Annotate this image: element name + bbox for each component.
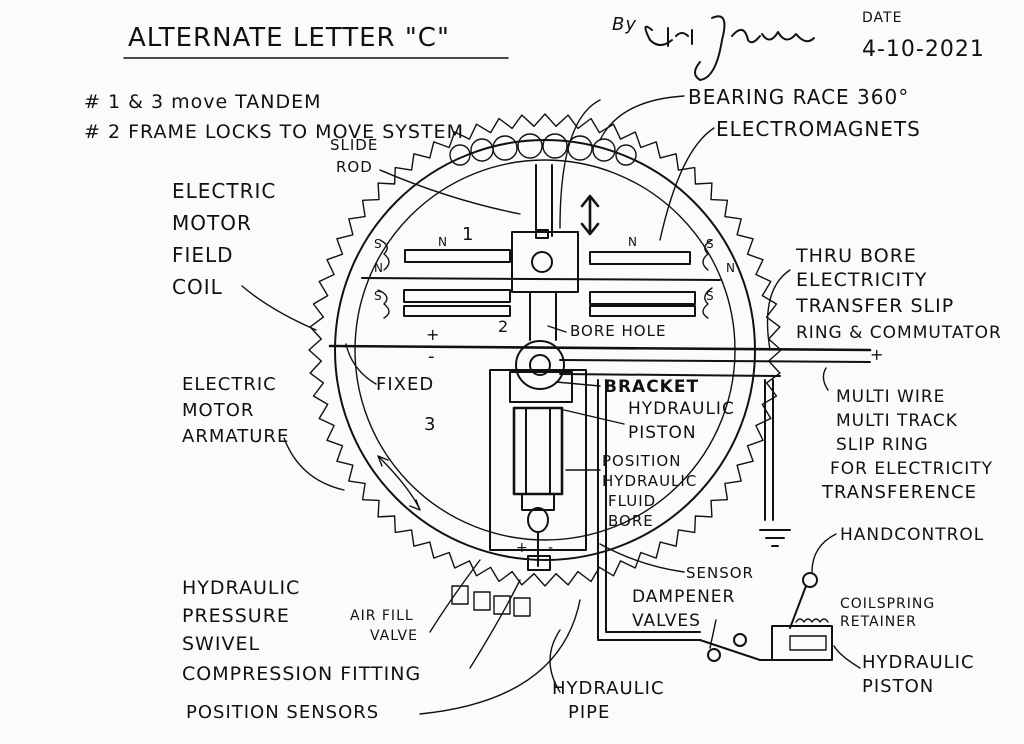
label-position-bore-3: FLUID <box>608 492 656 510</box>
label-bracket: BRACKET <box>604 377 699 397</box>
label-thru-bore-2: ELECTRICITY <box>796 269 927 291</box>
note-2: # 2 FRAME LOCKS TO MOVE SYSTEM <box>84 121 464 143</box>
label-field-coil-2: MOTOR <box>172 211 252 235</box>
note-1: # 1 & 3 move TANDEM <box>84 91 322 113</box>
label-sensor: SENSOR <box>686 564 754 582</box>
label-coilspring-1: COILSPRING <box>840 596 935 612</box>
marker-s-right-bot: S <box>706 289 715 303</box>
label-field-coil-4: COIL <box>172 275 223 299</box>
label-armature-1: ELECTRIC <box>182 374 277 395</box>
marker-n-left-mid: N <box>374 261 384 275</box>
byline: By <box>612 14 637 35</box>
shaft-lower-line-2 <box>559 373 781 377</box>
slide-direction-arrow <box>580 194 600 236</box>
position-sensor-blocks <box>451 585 531 617</box>
label-position-bore-2: HYDRAULIC <box>602 472 697 490</box>
marker-3: 3 <box>424 414 436 435</box>
label-multi-wire-2: MULTI TRACK <box>836 411 958 431</box>
label-armature-2: MOTOR <box>182 400 254 421</box>
label-rod: ROD <box>336 158 373 176</box>
label-bearing-race: BEARING RACE 360° <box>688 85 909 109</box>
marker-plus-cyl: + <box>516 540 529 556</box>
label-multi-wire-4: FOR ELECTRICITY <box>830 459 993 479</box>
label-air-fill-1: AIR FILL <box>350 608 414 624</box>
label-thru-bore-3: TRANSFER SLIP <box>795 295 954 317</box>
label-field-coil-1: ELECTRIC <box>172 179 276 203</box>
marker-n-left: N <box>438 235 448 249</box>
hydraulic-swivel-hub <box>509 340 573 403</box>
label-hydraulic-pressure-1: HYDRAULIC <box>182 577 300 599</box>
field-coil-ring <box>334 139 756 561</box>
label-hydraulic-pipe-2: PIPE <box>568 702 610 723</box>
label-position-bore-4: BORE <box>608 512 654 530</box>
label-hydraulic-pressure-3: SWIVEL <box>182 633 260 655</box>
label-fixed: FIXED <box>376 374 434 395</box>
marker-n-right-mid: N <box>726 261 736 275</box>
label-field-coil-3: FIELD <box>172 243 234 267</box>
electromagnet-bars <box>361 239 721 319</box>
label-armature-3: ARMATURE <box>182 426 289 447</box>
main-shaft <box>328 344 872 352</box>
diagram-title: ALTERNATE LETTER "C" <box>128 23 450 53</box>
label-hydraulic-pipe-1: HYDRAULIC <box>552 678 665 699</box>
label-hydraulic-piston-1: HYDRAULIC <box>628 399 735 419</box>
marker-plus-left: + <box>426 325 440 344</box>
slide-column <box>511 164 579 341</box>
label-air-fill-2: VALVE <box>370 628 418 644</box>
label-thru-bore-4: RING & COMMUTATOR <box>796 323 1002 343</box>
label-handcontrol: HANDCONTROL <box>840 525 984 545</box>
marker-s-left-bot: S <box>374 289 383 303</box>
label-hydraulic-piston-2b: PISTON <box>862 676 934 697</box>
label-position-bore-1: POSITION <box>602 452 681 470</box>
leader-lines <box>241 95 861 715</box>
outer-gear-ring <box>308 113 782 587</box>
label-dampener-1: DAMPENER <box>632 587 735 607</box>
label-hydraulic-piston-2: PISTON <box>628 423 697 443</box>
marker-n-right: N <box>628 235 638 249</box>
marker-1: 1 <box>462 224 474 245</box>
label-dampener-2: VALVES <box>632 611 701 631</box>
marker-s-right-top: S <box>706 237 715 251</box>
author-signature <box>644 15 815 81</box>
date-label: DATE <box>862 10 902 26</box>
label-multi-wire-3: SLIP RING <box>836 435 929 455</box>
bearing-race-beads <box>449 133 637 166</box>
shaft-lower-line <box>559 359 871 363</box>
date-value: 4-10-2021 <box>862 37 985 62</box>
label-electromagnets: ELECTROMAGNETS <box>716 117 921 141</box>
label-multi-wire-5: TRANSFERENCE <box>821 482 977 503</box>
hydraulic-pipe <box>597 379 831 661</box>
hydraulic-cylinder <box>489 369 587 571</box>
dampener-valve-1 <box>707 648 721 662</box>
label-slide: SLIDE <box>330 136 378 154</box>
label-position-sensors: POSITION SENSORS <box>186 702 379 723</box>
marker-2: 2 <box>498 317 509 336</box>
label-multi-wire-1: MULTI WIRE <box>836 387 945 407</box>
marker-minus-left: - <box>428 346 436 367</box>
handcontrol-assembly <box>771 572 833 661</box>
label-hydraulic-piston-2a: HYDRAULIC <box>862 652 975 673</box>
label-thru-bore-1: THRU BORE <box>795 245 917 267</box>
dampener-valve-2 <box>733 633 747 647</box>
marker-minus-cyl: - <box>548 540 554 556</box>
label-hydraulic-pressure-2: PRESSURE <box>182 605 290 627</box>
label-bore-hole: BORE HOLE <box>570 322 666 340</box>
label-coilspring-2: RETAINER <box>840 614 917 630</box>
marker-plus-right: + <box>870 345 884 364</box>
marker-s-left-top: S <box>374 237 383 251</box>
label-hydraulic-pressure-4: COMPRESSION FITTING <box>182 663 421 685</box>
